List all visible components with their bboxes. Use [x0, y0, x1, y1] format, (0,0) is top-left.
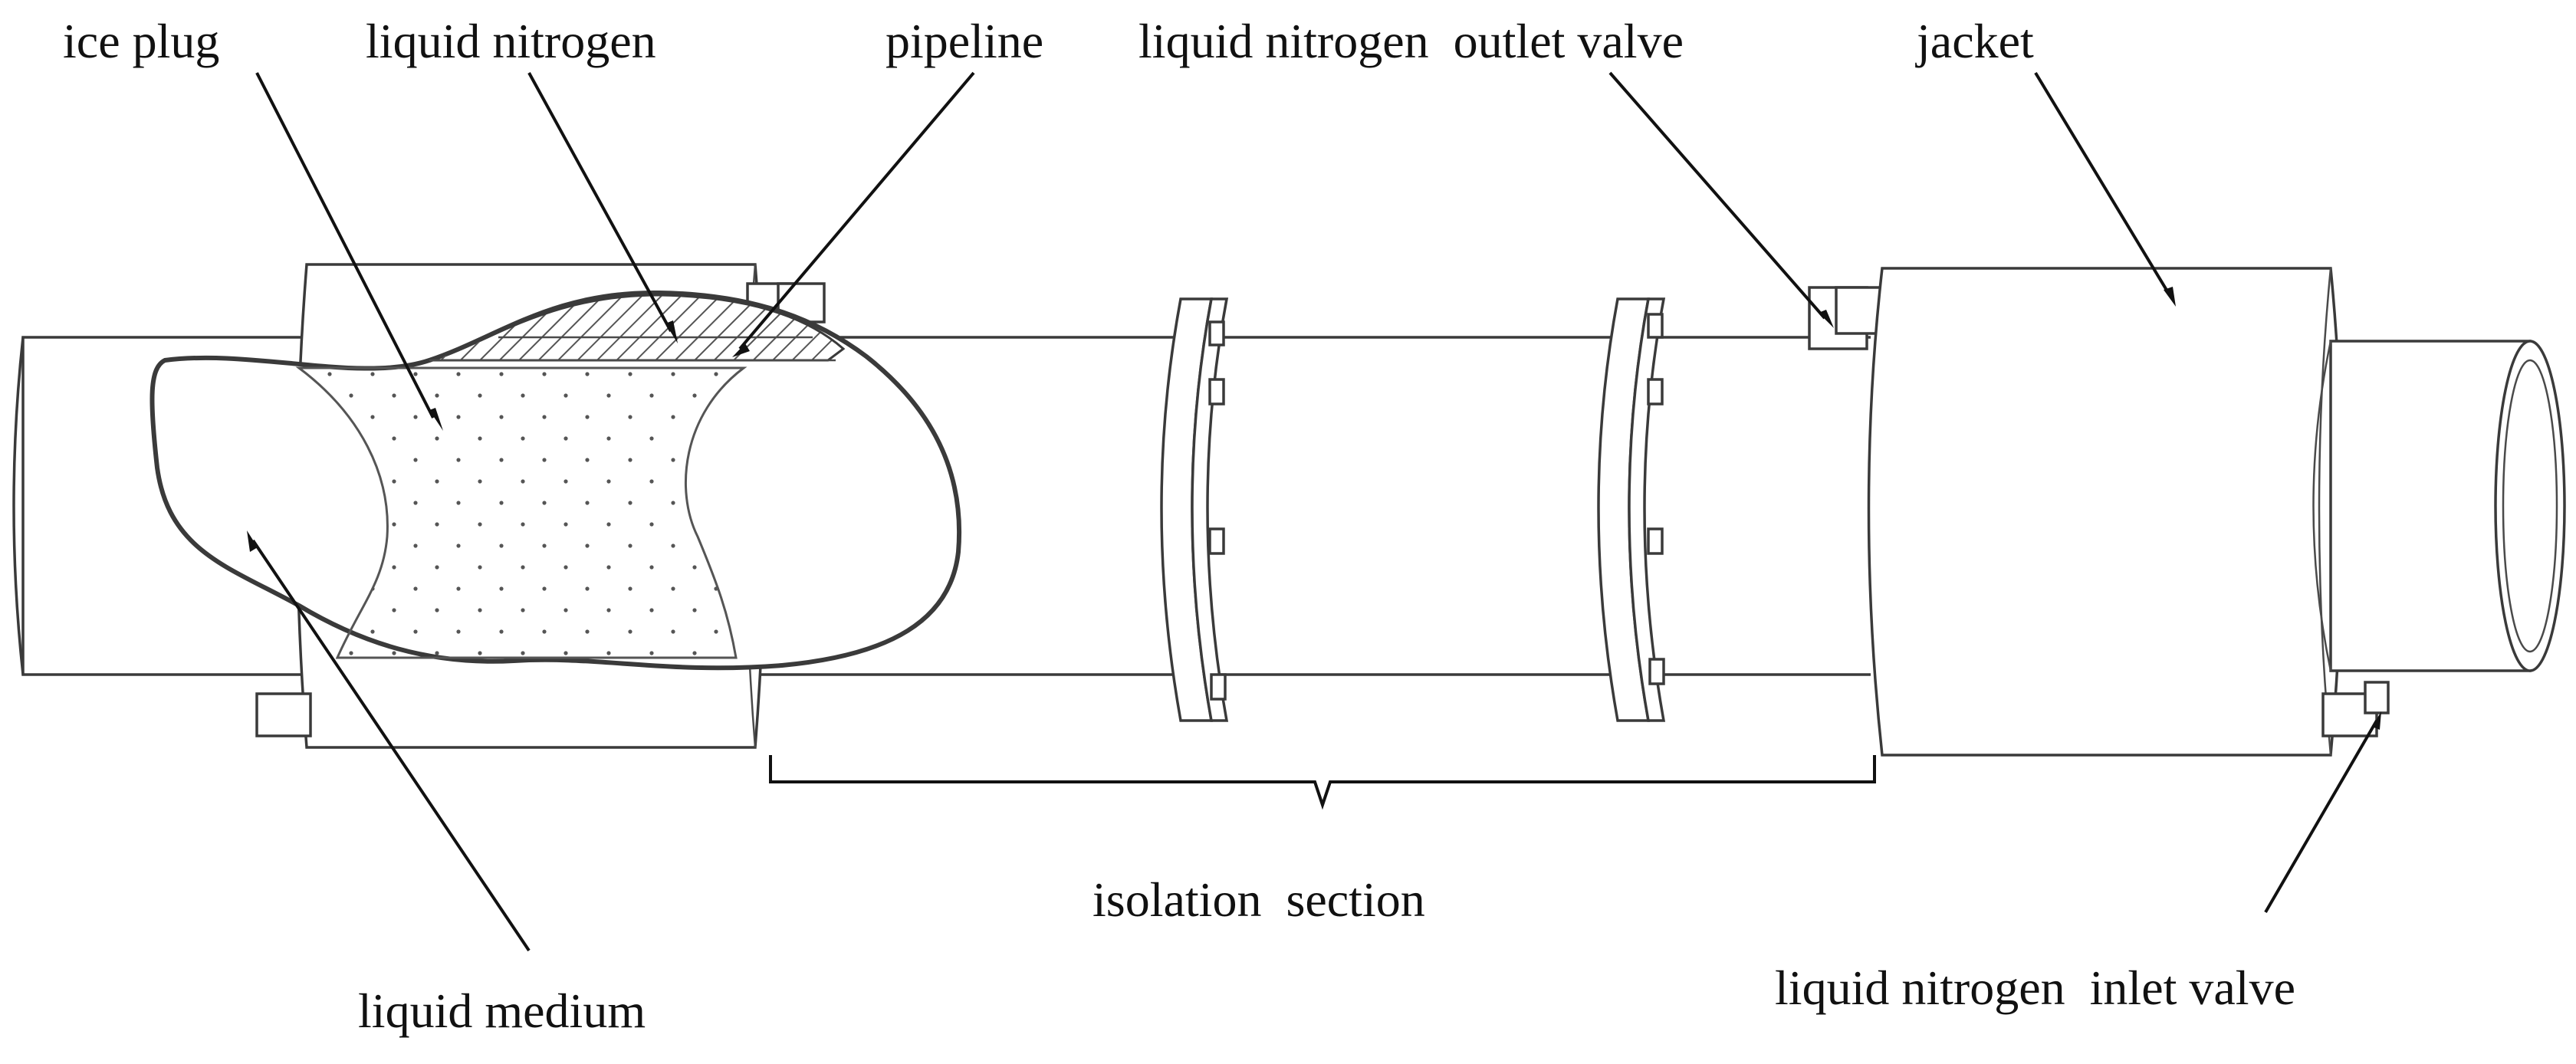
leader-lines: [247, 71, 2381, 952]
label-liquid-nitrogen-outlet-valve: liquid nitrogen outlet valve: [1138, 14, 1684, 68]
flange-left: [1160, 297, 1229, 722]
label-liquid-nitrogen: liquid nitrogen: [366, 14, 656, 68]
right-jacket: [1808, 267, 2390, 757]
isolation-section-brace: [769, 755, 1876, 810]
label-jacket: jacket: [1915, 14, 2034, 68]
ice-plug-region: [295, 366, 748, 659]
label-isolation-section: isolation section: [1092, 872, 1425, 927]
label-pipeline: pipeline: [886, 14, 1043, 68]
liquid-nitrogen-band: [429, 294, 846, 362]
flange-right: [1597, 297, 1666, 722]
cutaway-window: [150, 290, 962, 671]
label-liquid-nitrogen-inlet-valve: liquid nitrogen inlet valve: [1775, 961, 2295, 1015]
pipe-right-end: [2312, 340, 2566, 672]
label-liquid-medium: liquid medium: [358, 984, 646, 1038]
label-ice-plug: ice plug: [63, 14, 219, 68]
